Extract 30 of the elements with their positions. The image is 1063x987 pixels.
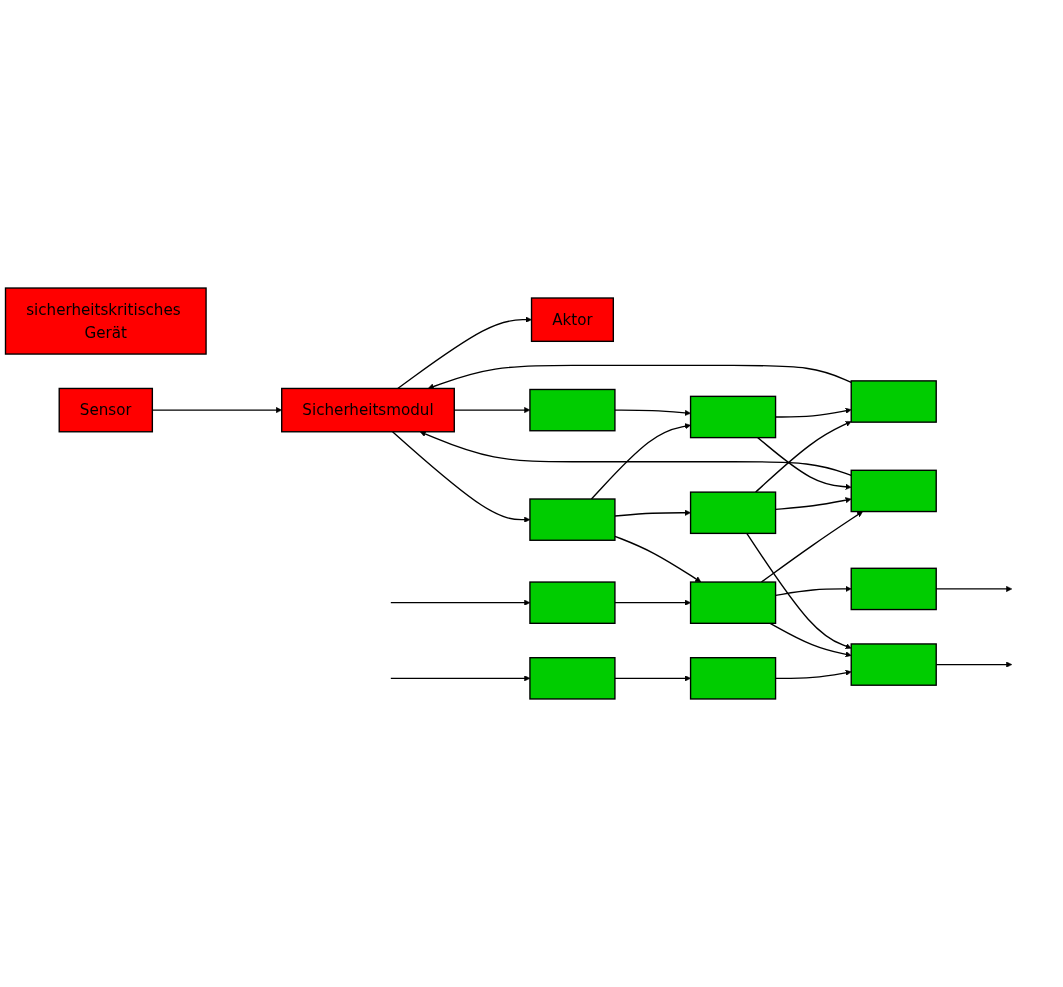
- arrow: [757, 436, 852, 490]
- node-box: [529, 498, 616, 541]
- arrow: [427, 364, 852, 390]
- node-box: [850, 469, 937, 513]
- arrow: [760, 511, 863, 583]
- arrow: [397, 316, 532, 390]
- node-box: sicherheitskritisches Gerät: [4, 287, 207, 355]
- node-box: Sicherheitsmodul: [281, 387, 455, 433]
- arrow: [590, 423, 691, 500]
- arrow: [769, 622, 852, 658]
- node-box: [689, 657, 777, 700]
- node-box: [689, 491, 777, 535]
- arrow: [419, 431, 852, 477]
- node-box: [529, 657, 616, 700]
- arrow: [614, 535, 702, 583]
- arrow: [614, 509, 691, 517]
- node-box: [529, 581, 616, 624]
- arrow: [614, 599, 691, 606]
- arrow: [614, 675, 691, 682]
- arrow: [614, 409, 691, 416]
- node-box: [689, 395, 777, 439]
- node-box: [850, 567, 937, 611]
- node-box: [529, 388, 616, 432]
- node-box: [689, 581, 777, 624]
- node-box: [850, 643, 937, 686]
- arrow: [746, 532, 852, 650]
- node-box: [850, 380, 937, 423]
- node-box: Sensor: [58, 387, 154, 433]
- arrow: [754, 421, 852, 493]
- node-box: Aktor: [530, 297, 614, 343]
